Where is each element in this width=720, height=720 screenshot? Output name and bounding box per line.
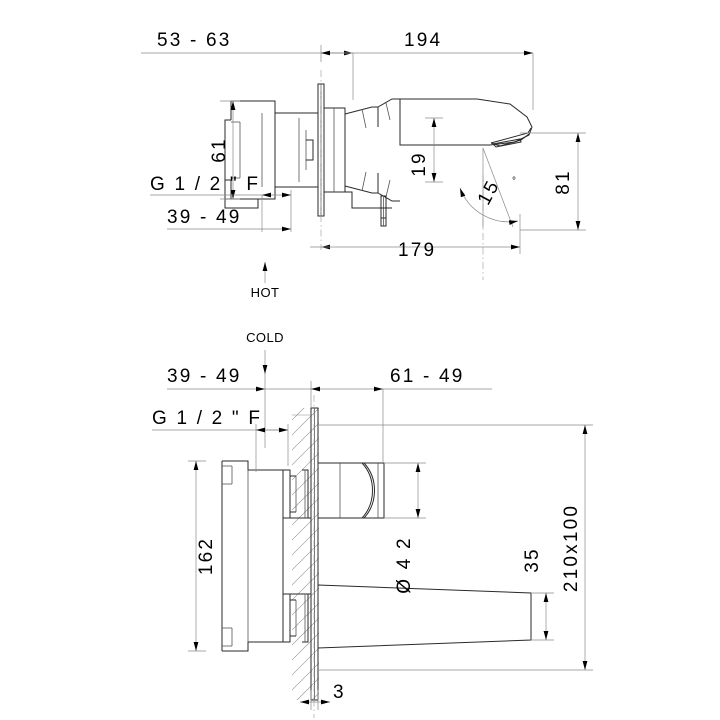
dim-spout-to-base: 81: [520, 132, 586, 231]
dim-spout-projection: 194: [321, 30, 534, 110]
dim-label-3: 3: [333, 682, 346, 703]
top-view-group: 53 - 63 194 61 G 1 / 2 " F 39 - 49: [141, 30, 586, 300]
dim-spout-height: 35: [522, 547, 554, 641]
flow-label-cold-text: COLD: [246, 330, 284, 345]
dim-label-194: 194: [404, 30, 442, 51]
dim-inlet-spacing-bottom: 39 - 49: [167, 366, 312, 448]
dim-label-61-49: 61 - 49: [390, 366, 465, 387]
dim-label-81: 81: [553, 169, 574, 195]
dim-label-53-63: 53 - 63: [157, 30, 232, 51]
dim-plate-height: 162: [188, 460, 217, 652]
dim-label-g12f-top: G 1 / 2 " F: [150, 174, 260, 195]
dim-body-height: 61: [209, 100, 240, 200]
top-view-handle-assembly: [324, 98, 400, 227]
dim-label-39-49-top: 39 - 49: [167, 207, 242, 228]
bottom-view-group: COLD: [152, 330, 593, 718]
dim-label-61: 61: [209, 137, 230, 163]
dim-label-g12f-bottom: G 1 / 2 " F: [152, 408, 262, 429]
label-thread-bottom: G 1 / 2 " F: [152, 408, 289, 472]
dim-label-degree-symbol: °: [512, 176, 516, 187]
bottom-view-escutcheon: [221, 460, 311, 652]
dim-outlet-height: 19: [409, 117, 443, 183]
dim-spout-length: 179: [310, 214, 521, 261]
dim-label-diameter-42: Ø 4 2: [394, 536, 415, 593]
dim-label-35: 35: [522, 547, 543, 573]
dim-label-39-49-bottom: 39 - 49: [167, 366, 242, 387]
dim-handle-offset-range: 61 - 49: [311, 366, 492, 463]
top-view-lower-tab: [345, 191, 392, 209]
dim-wall-offset-range-top: 53 - 63: [141, 30, 354, 100]
flow-label-cold: COLD: [246, 330, 284, 374]
dim-label-162: 162: [196, 537, 217, 575]
dim-label-179: 179: [398, 240, 436, 261]
bottom-view-handle-knob: [318, 462, 385, 519]
dim-handle-diameter: Ø 4 2: [384, 462, 426, 594]
flow-label-hot: HOT: [251, 262, 280, 300]
flow-label-hot-text: HOT: [251, 285, 280, 300]
dim-plate-thickness: 3: [300, 682, 346, 710]
dim-plate-size: 210x100: [318, 424, 593, 671]
dim-inlet-spacing-top: 39 - 49: [167, 190, 292, 232]
dim-label-19: 19: [409, 151, 430, 177]
dim-label-210x100: 210x100: [561, 504, 582, 592]
label-thread-top: G 1 / 2 " F: [150, 174, 268, 196]
